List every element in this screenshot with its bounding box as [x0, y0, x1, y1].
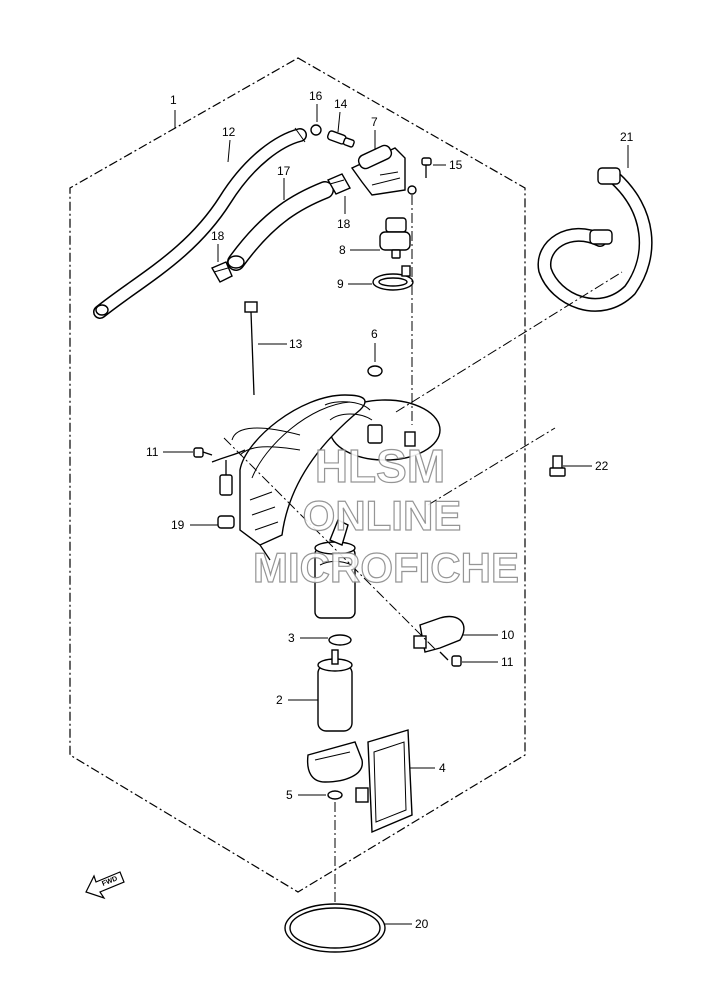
callout-18-right: 18 — [337, 217, 351, 231]
callout-6: 6 — [371, 327, 378, 341]
part-18-clamp-left — [211, 261, 233, 283]
part-11-screw-left — [193, 447, 213, 458]
part-19-clip — [217, 515, 235, 529]
part-22-connector — [549, 455, 566, 477]
part-6-o-ring — [367, 365, 383, 377]
part-12-hose — [93, 127, 307, 319]
part-7-regulator — [350, 144, 417, 196]
callout-2: 2 — [276, 693, 283, 707]
part-2-fuel-pump — [317, 649, 353, 732]
part-11-screw-right — [439, 651, 462, 667]
part-4-filter — [355, 729, 413, 834]
callout-17: 17 — [277, 164, 291, 178]
callout-20: 20 — [415, 917, 429, 931]
part-20-gasket — [284, 903, 386, 953]
part-5-clip — [327, 790, 343, 800]
part-16-clip — [310, 124, 322, 136]
callout-9: 9 — [337, 277, 344, 291]
callout-14: 14 — [334, 97, 348, 111]
callout-12: 12 — [222, 125, 236, 139]
alignment-guides — [223, 195, 623, 904]
part-21-hose — [537, 167, 653, 312]
callout-11-right: 11 — [501, 655, 514, 669]
callout-7: 7 — [371, 115, 378, 129]
callout-11-left: 11 — [146, 445, 159, 459]
part-18-clamp-right — [327, 173, 351, 195]
watermark-line-1: HLSM — [315, 440, 445, 492]
leader-lines — [163, 104, 629, 925]
watermark-line-2: ONLINE — [303, 492, 462, 539]
callout-5: 5 — [286, 788, 293, 802]
callout-labels: 1 2 3 4 5 6 7 8 9 10 11 11 12 13 14 15 1… — [146, 89, 634, 931]
callout-15: 15 — [449, 158, 463, 172]
callout-13: 13 — [289, 337, 303, 351]
watermark: HLSM ONLINE MICROFICHE — [252, 439, 519, 591]
callout-18-left: 18 — [211, 229, 225, 243]
callout-22: 22 — [595, 459, 609, 473]
part-3-o-ring — [328, 634, 352, 646]
callout-4: 4 — [439, 761, 446, 775]
part-8-valve — [379, 217, 411, 259]
callout-3: 3 — [288, 631, 295, 645]
fwd-arrow-icon: FWD — [85, 871, 125, 900]
assembly-boundary — [69, 57, 526, 893]
watermark-line-3: MICROFICHE — [253, 544, 519, 591]
callout-1: 1 — [170, 93, 177, 107]
part-10-bracket — [413, 615, 465, 653]
callout-16: 16 — [309, 89, 323, 103]
part-15-screw — [421, 157, 432, 178]
part-14-fitting — [326, 130, 355, 148]
pump-retainer — [306, 741, 363, 783]
callout-19: 19 — [171, 518, 185, 532]
sensor-wire — [211, 449, 246, 496]
part-17-hose — [227, 181, 334, 271]
callout-8: 8 — [339, 243, 346, 257]
callout-10: 10 — [501, 628, 515, 642]
part-9-clamp — [372, 265, 414, 291]
part-13-cable-tie — [244, 301, 258, 396]
pump-lower-section — [314, 519, 356, 619]
callout-21: 21 — [620, 130, 634, 144]
